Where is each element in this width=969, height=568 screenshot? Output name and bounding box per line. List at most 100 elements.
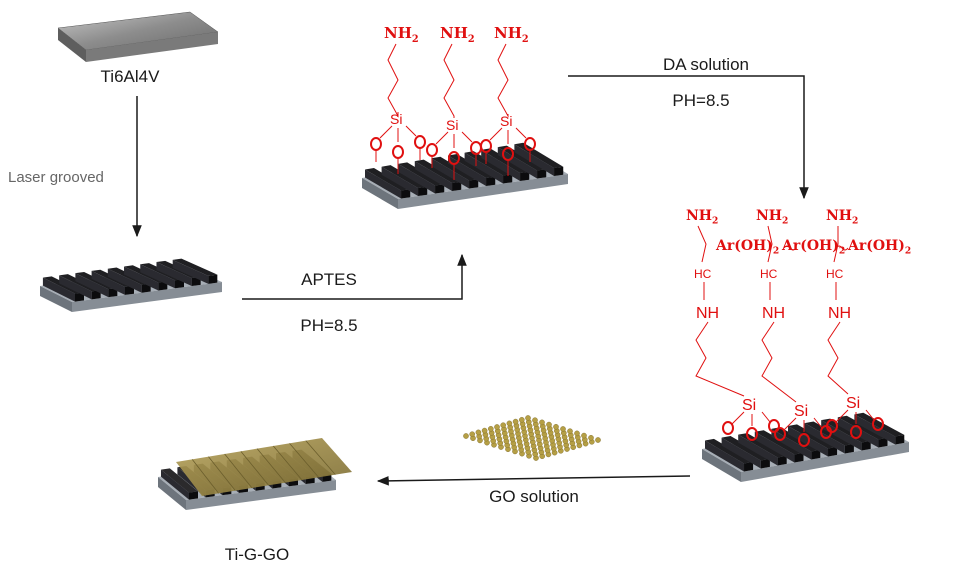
go-particle bbox=[532, 417, 538, 424]
groove-ridge-face bbox=[861, 440, 871, 451]
go-particle bbox=[567, 428, 573, 435]
go-arrow bbox=[376, 475, 691, 486]
groove-ridge-side bbox=[59, 275, 92, 300]
aptes-ph-label: PH=8.5 bbox=[300, 316, 357, 335]
propyl-chain bbox=[827, 321, 849, 395]
go-particle bbox=[463, 433, 469, 439]
substrate-side bbox=[40, 286, 72, 312]
groove-ridge-face bbox=[777, 455, 787, 466]
substrate-side bbox=[741, 442, 909, 482]
groove-ridge-face bbox=[520, 171, 530, 182]
substrate-side bbox=[72, 282, 222, 312]
secondary-amine: NH bbox=[762, 305, 785, 322]
groove-ridge bbox=[481, 148, 530, 174]
si-o-bond bbox=[731, 411, 745, 425]
graphene-oxide-sheet bbox=[463, 415, 601, 461]
da-arrow bbox=[568, 75, 809, 200]
groove-ridge bbox=[787, 424, 838, 449]
go-particle bbox=[469, 431, 476, 438]
propyl-chain bbox=[497, 43, 509, 118]
raw-material-label: Ti6Al4V bbox=[101, 67, 161, 86]
amine-group: NH2 bbox=[686, 208, 718, 227]
go-particle bbox=[588, 434, 594, 441]
groove-ridge-face bbox=[418, 186, 428, 197]
groove-ridge bbox=[704, 438, 754, 464]
groove-ridge-face bbox=[452, 181, 462, 192]
substrate-side bbox=[186, 480, 336, 510]
groove-ridge-face bbox=[108, 287, 118, 298]
groove-ridge-side bbox=[514, 144, 555, 177]
groove-ridge-face bbox=[91, 290, 101, 300]
groove-ridge-side bbox=[821, 420, 862, 451]
groove-ridge-face bbox=[75, 292, 84, 302]
groove-ridge-side bbox=[464, 152, 504, 184]
groove-ridge bbox=[381, 165, 428, 189]
si-o-bond bbox=[783, 417, 797, 431]
oxygen-atom bbox=[850, 425, 862, 439]
go-particle bbox=[539, 419, 545, 426]
go-particle bbox=[553, 423, 559, 430]
groove-ridge bbox=[414, 159, 462, 184]
groove-ridge-side bbox=[738, 434, 778, 466]
groove-ridge-side bbox=[172, 259, 209, 284]
si-o-bond bbox=[489, 127, 503, 141]
silicon-atom: Si bbox=[446, 117, 458, 133]
go-film-fold bbox=[256, 448, 286, 483]
da-label: DA solution bbox=[663, 55, 749, 74]
groove-ridge bbox=[721, 436, 770, 461]
amine-group: NH2 bbox=[756, 208, 788, 227]
oxygen-atom bbox=[470, 141, 482, 155]
silicon-atom: Si bbox=[390, 111, 402, 127]
oxygen-atom bbox=[872, 417, 884, 431]
groove-ridge-side bbox=[398, 163, 436, 194]
wavy-link bbox=[835, 245, 849, 251]
go-film-fold bbox=[273, 445, 303, 481]
groove-ridge-face bbox=[878, 437, 888, 448]
go-film bbox=[176, 438, 352, 496]
amine-group: NH2 bbox=[494, 24, 529, 45]
groove-ridge bbox=[771, 427, 821, 452]
go-particle bbox=[595, 437, 601, 443]
amine-group: NH2 bbox=[826, 208, 858, 227]
secondary-amine: NH bbox=[696, 305, 719, 322]
groove-ridge-side bbox=[721, 437, 761, 469]
go-film-fold bbox=[305, 440, 336, 475]
groove-ridge-side bbox=[75, 273, 109, 298]
silicon-atom: Si bbox=[794, 403, 808, 420]
go-particle bbox=[574, 430, 580, 437]
grooved-substrate-initial bbox=[40, 258, 222, 312]
groove-ridge-side bbox=[481, 149, 521, 182]
go-label: GO solution bbox=[489, 487, 579, 506]
go-particle bbox=[546, 421, 552, 428]
oxygen-atom bbox=[774, 427, 786, 441]
groove-ridge-side bbox=[107, 268, 142, 293]
groove-ridge-face bbox=[503, 174, 513, 184]
propyl-chain bbox=[695, 321, 745, 397]
catechol-group: Ar(OH)2 bbox=[847, 238, 911, 257]
groove-ridge-side bbox=[91, 270, 125, 295]
bond bbox=[833, 226, 839, 263]
propyl-chain bbox=[387, 43, 399, 118]
groove-ridge-face bbox=[554, 166, 564, 177]
go-particle bbox=[519, 416, 525, 423]
secondary-amine: NH bbox=[828, 305, 851, 322]
si-o-bond bbox=[379, 125, 393, 139]
groove-ridge bbox=[160, 468, 198, 493]
catechol-group: Ar(OH)2 bbox=[781, 238, 845, 257]
go-particle bbox=[525, 415, 531, 421]
si-o-bond bbox=[405, 125, 417, 137]
groove-ridge-side bbox=[414, 161, 453, 192]
groove-ridge-face bbox=[794, 452, 804, 463]
si-o-bond bbox=[835, 409, 849, 423]
silicon-atom: Si bbox=[742, 397, 756, 414]
wavy-link bbox=[783, 245, 797, 251]
ti6al4v-plate bbox=[57, 11, 219, 62]
groove-ridge-face bbox=[435, 184, 445, 194]
laser-step-label: Laser grooved bbox=[8, 169, 104, 186]
groove-ridge-face bbox=[828, 446, 838, 457]
oxygen-atom bbox=[768, 419, 780, 433]
groove-ridge-face bbox=[844, 443, 854, 454]
groove-ridge-side bbox=[364, 169, 402, 199]
groove-ridge-side bbox=[42, 277, 75, 302]
propyl-chain bbox=[761, 321, 797, 403]
